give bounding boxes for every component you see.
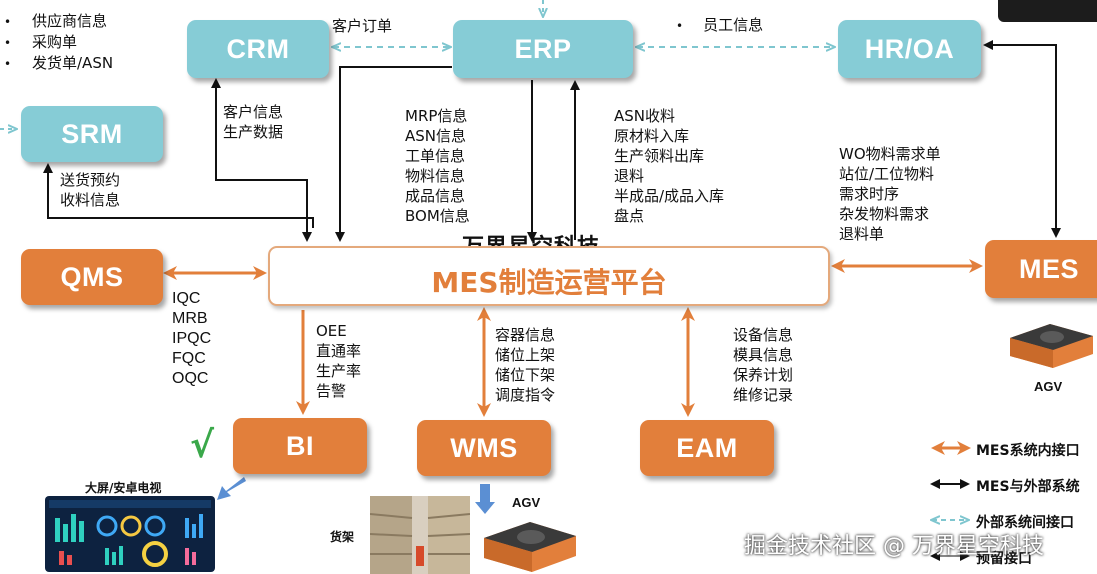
label-line: 收料信息 — [60, 191, 121, 209]
label-line: IQC — [172, 290, 201, 307]
qms-box: QMS — [21, 249, 163, 305]
label-line: 工单信息 — [405, 147, 466, 165]
label-line: 生产率 — [316, 362, 362, 380]
erp-box: ERP — [453, 20, 633, 78]
window-corner — [998, 0, 1097, 22]
legend-inter-system: 外部系统间接口 — [976, 515, 1074, 531]
label-line: 退料 — [614, 167, 645, 185]
label-line: BOM信息 — [405, 207, 470, 225]
list-item: 采购单 — [4, 32, 113, 53]
label-line: 需求时序 — [839, 185, 900, 203]
label-line: MRB — [172, 310, 208, 327]
label-line: WO物料需求单 — [839, 145, 941, 163]
bi-labels: OEE 直通率 生产率 告警 — [316, 321, 361, 401]
warehouse-shelf-image — [370, 496, 470, 574]
crm-mes-labels: 客户信息 生产数据 — [223, 102, 283, 142]
label-line: 生产数据 — [223, 123, 284, 141]
legend-external: MES与外部系统 — [976, 479, 1080, 495]
shelf-caption: 货架 — [330, 530, 355, 544]
agv-robot-image — [1010, 324, 1093, 368]
label-line: 储位上架 — [495, 346, 556, 364]
agv-label: AGV — [1034, 379, 1063, 394]
check-icon: √ — [190, 425, 215, 466]
label-line: IPQC — [172, 330, 212, 347]
erp-hr-label: •员工信息 — [676, 16, 764, 34]
label-line: 保养计划 — [733, 366, 794, 384]
platform-title: MES制造运营平台 — [431, 266, 667, 299]
label-line: 原材料入库 — [614, 127, 690, 145]
label-line: OQC — [172, 370, 209, 387]
label-line: 盘点 — [614, 207, 645, 225]
srm-info-list: 供应商信息 采购单 发货单/ASN — [4, 11, 113, 74]
legend-internal: MES系统内接口 — [976, 443, 1080, 459]
list-item: 供应商信息 — [4, 11, 113, 32]
label-line: 半成品/成品入库 — [614, 187, 725, 205]
bi-box: BI — [233, 418, 367, 474]
mes-platform-box: MES制造运营平台 — [268, 246, 830, 306]
hr-mes-link — [983, 40, 1061, 238]
label-line: 物料信息 — [405, 167, 466, 185]
label-line: 维修记录 — [733, 386, 794, 404]
label-line: ASN信息 — [405, 127, 467, 145]
label-line: 模具信息 — [733, 346, 794, 364]
agv2-robot-image — [484, 522, 576, 572]
eam-box: EAM — [640, 420, 774, 476]
srm-box: SRM — [21, 106, 163, 162]
wms-labels: 容器信息 储位上架 储位下架 调度指令 — [495, 325, 555, 405]
label-line: ASN收料 — [614, 107, 676, 125]
label-line: 调度指令 — [495, 386, 556, 404]
wms-agv-arrow — [475, 484, 495, 514]
label-line: 直通率 — [316, 342, 362, 360]
srm-mes-labels: 送货预约 收料信息 — [60, 170, 120, 210]
legend-reserved: 预留接口 — [976, 551, 1032, 567]
dashboard-image — [45, 496, 215, 572]
bigscreen-caption: 大屏/安卓电视 — [85, 481, 162, 495]
mes-right-box: MES — [985, 240, 1097, 298]
crm-erp-label: 客户订单 — [332, 17, 393, 35]
label-line: 生产领料出库 — [614, 147, 705, 165]
erp-down-labels: MRP信息 ASN信息 工单信息 物料信息 成品信息 BOM信息 — [405, 106, 470, 226]
crm-box: CRM — [187, 20, 329, 78]
bi-bigscreen-arrow — [217, 477, 246, 500]
label-line: 杂发物料需求 — [839, 205, 930, 223]
label-line: FQC — [172, 350, 206, 367]
watermark: 掘金技术社区 @ 万界星空科技 — [744, 534, 1044, 559]
label-line: 成品信息 — [405, 187, 466, 205]
hroa-box: HR/OA — [838, 20, 981, 78]
hr-mes-labels: WO物料需求单 站位/工位物料 需求时序 杂发物料需求 退料单 — [839, 144, 941, 244]
eam-labels: 设备信息 模具信息 保养计划 维修记录 — [733, 325, 793, 405]
label-line: 设备信息 — [733, 326, 794, 344]
erp-hr-text: 员工信息 — [703, 16, 764, 34]
erp-crm-mes-link — [335, 66, 452, 242]
srm-mes-link — [43, 163, 314, 228]
label-line: 储位下架 — [495, 366, 556, 384]
label-line: 退料单 — [839, 225, 885, 243]
label-line: OEE — [316, 322, 347, 340]
label-line: 告警 — [316, 382, 347, 400]
label-line: MRP信息 — [405, 107, 468, 125]
label-line: 站位/工位物料 — [839, 165, 935, 183]
agv2-label: AGV — [512, 495, 541, 510]
label-line: 客户信息 — [223, 103, 284, 121]
wms-box: WMS — [417, 420, 551, 476]
crm-mes-link — [211, 78, 312, 242]
label-line: 送货预约 — [60, 171, 121, 189]
label-line: 容器信息 — [495, 326, 556, 344]
list-item: 发货单/ASN — [4, 53, 113, 74]
qms-labels: IQC MRB IPQC FQC OQC — [172, 289, 211, 389]
erp-up-labels: ASN收料 原材料入库 生产领料出库 退料 半成品/成品入库 盘点 — [614, 106, 724, 226]
